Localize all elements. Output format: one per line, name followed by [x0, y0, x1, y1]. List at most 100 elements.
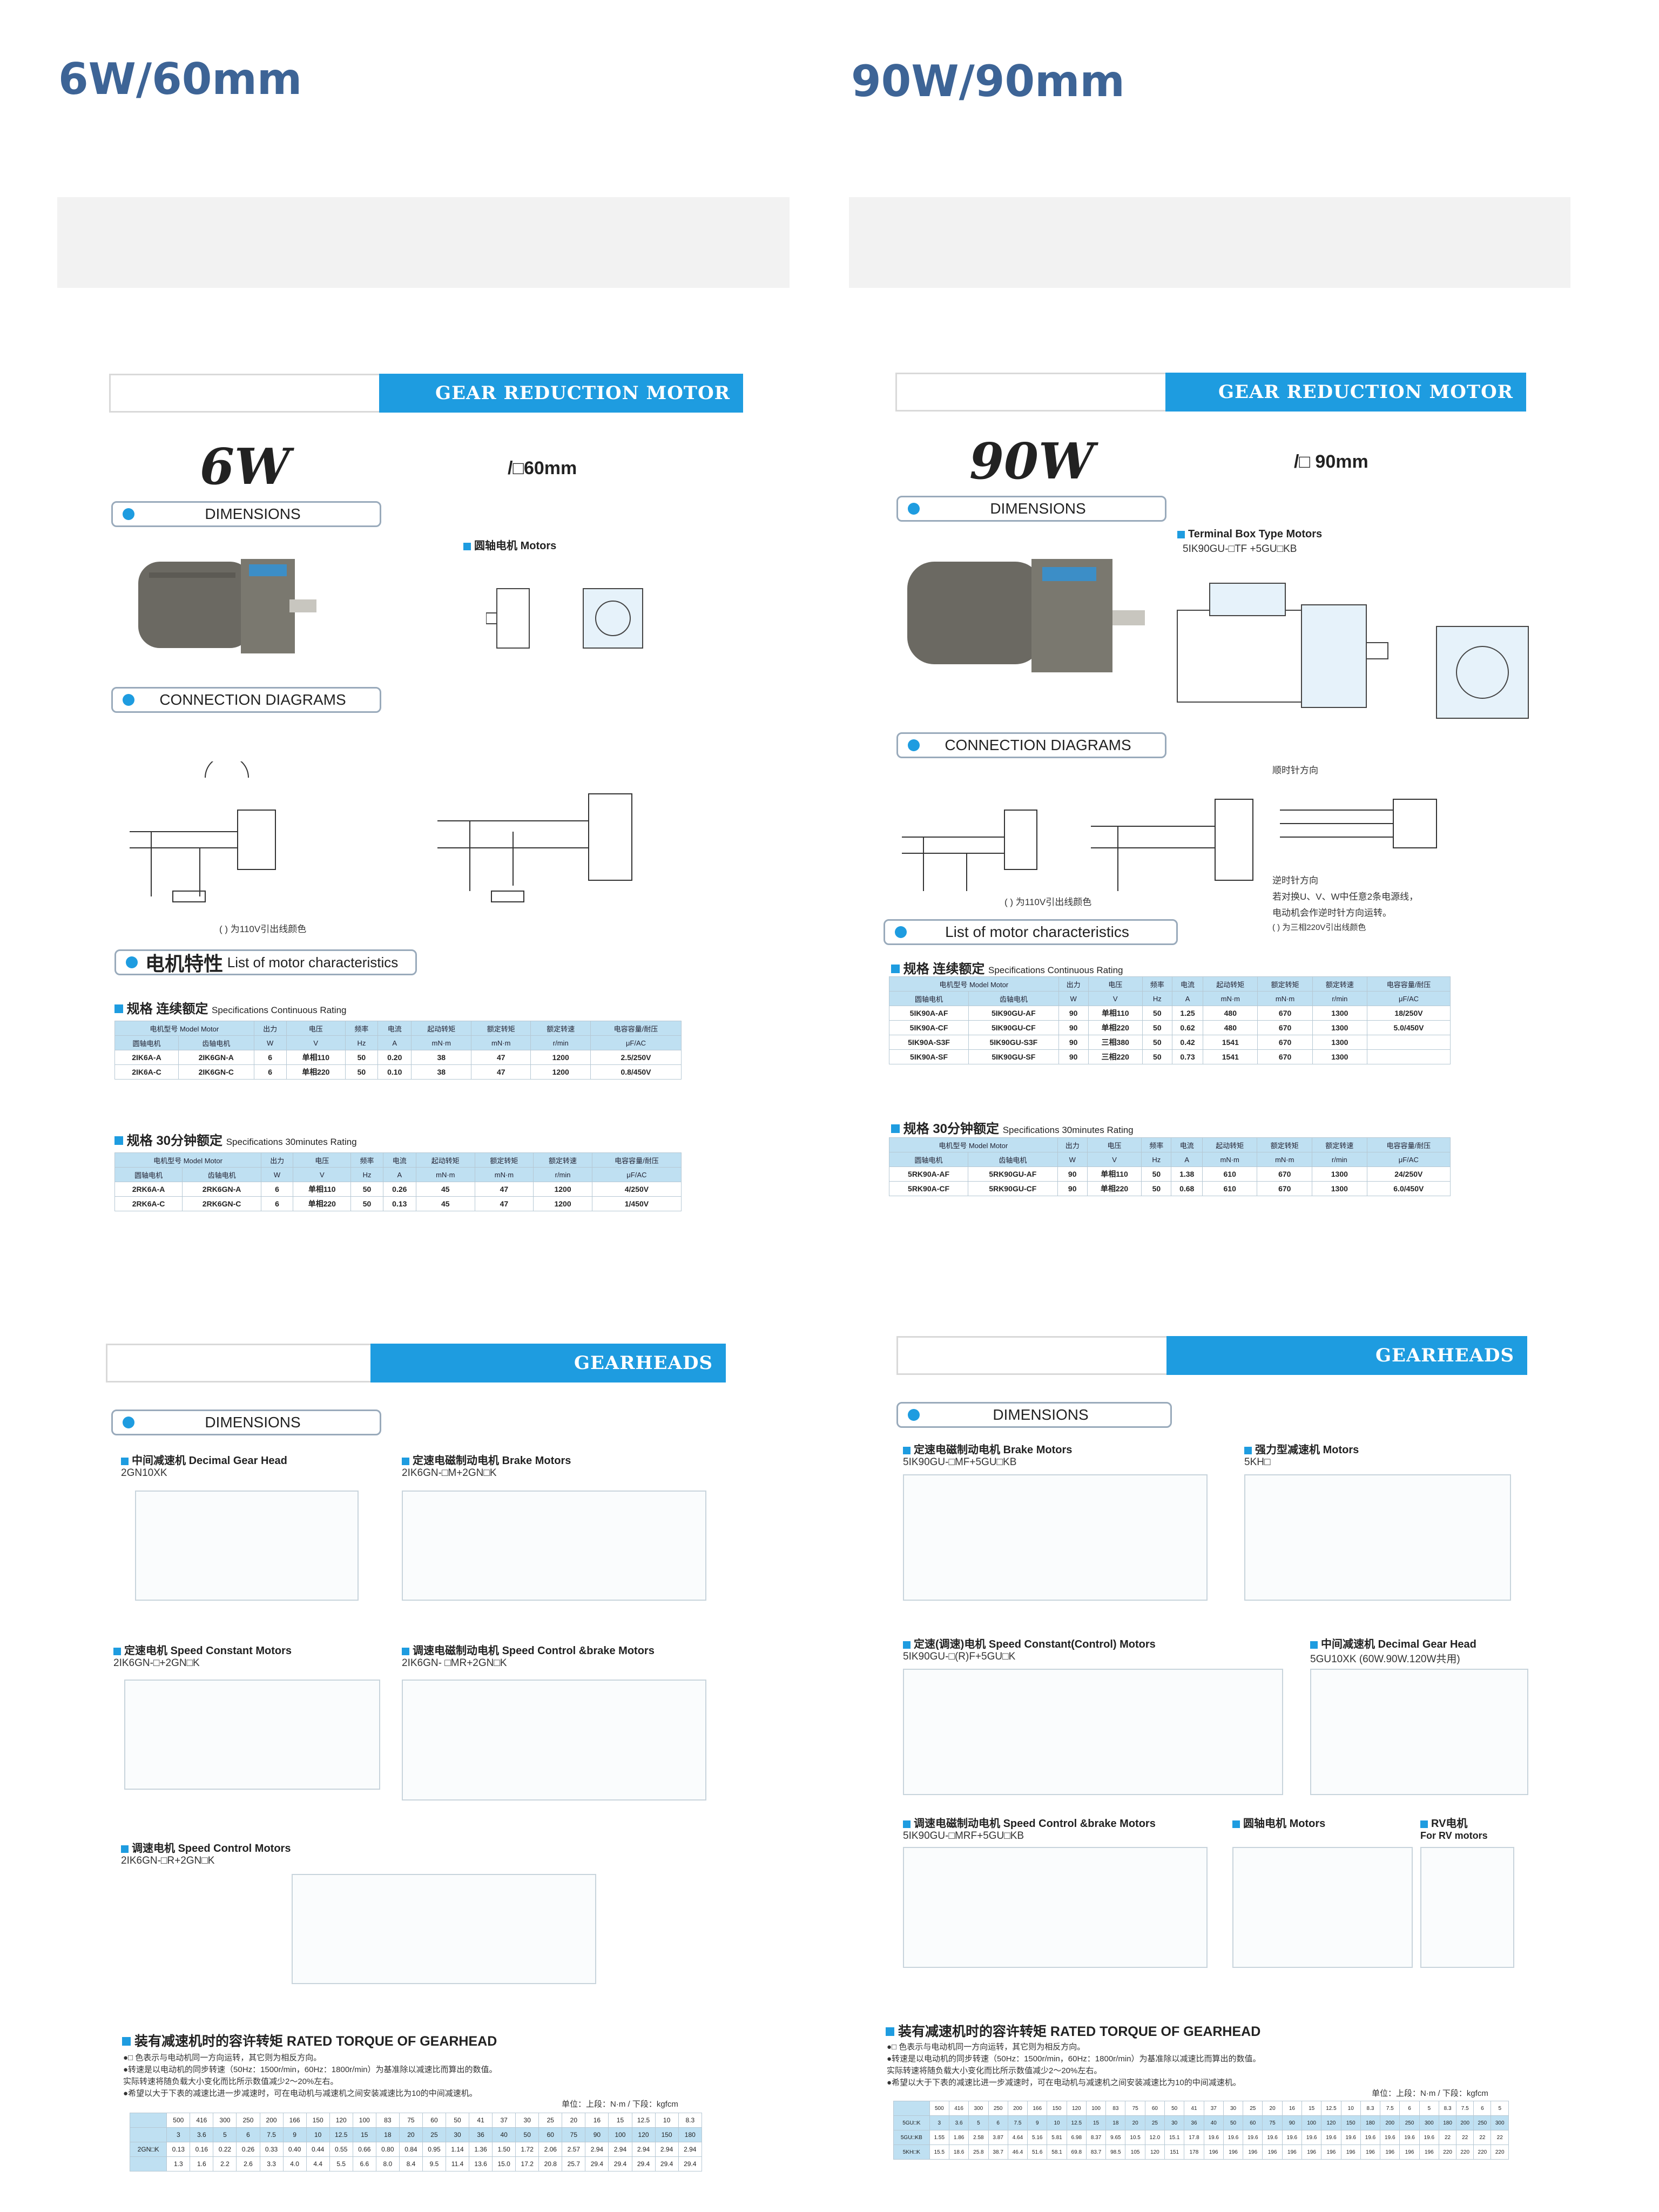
rt-cell: 29.4: [608, 2156, 632, 2171]
rt-row-label: [129, 2113, 167, 2128]
rt-cell: 83.7: [1085, 2144, 1107, 2160]
rt-cell: 22: [1438, 2130, 1457, 2145]
spec-cell: 5IK90GU-S3F: [968, 1035, 1059, 1050]
left-characteristics-pill: 电机特性 List of motor characteristics: [114, 949, 417, 975]
right-gh-section-3: 定速(调速)电机 Speed Constant(Control) Motors …: [903, 1638, 1156, 1662]
left-rated-torque-title: 装有减速机时的容许转矩 RATED TORQUE OF GEARHEAD: [122, 2031, 497, 2050]
right-connection-diagram-1: [902, 810, 1037, 891]
rt-cell: 1.86: [948, 2130, 969, 2145]
rt-cell: 500: [929, 2101, 949, 2116]
rt-cell: 19.6: [1223, 2130, 1244, 2145]
rt-cell: 10.5: [1125, 2130, 1145, 2145]
right-terminal-code: 5IK90GU-□TF +5GU□KB: [1183, 543, 1297, 555]
rt-cell: 18.6: [948, 2144, 969, 2160]
rt-cell: 19.6: [1282, 2130, 1303, 2145]
rt-cell: 6: [1399, 2101, 1420, 2116]
spec-cell: 4/250V: [591, 1182, 682, 1197]
rt-cell: 75: [1262, 2115, 1283, 2130]
rt-cell: 7.5: [1380, 2101, 1400, 2116]
rt-cell: 20: [1125, 2115, 1145, 2130]
rt-cell: 6.98: [1066, 2130, 1087, 2145]
right-rated-torque-title: 装有减速机时的容许转矩 RATED TORQUE OF GEARHEAD: [886, 2021, 1260, 2040]
left-page-title: 6W/60mm: [58, 54, 302, 104]
rt-cell: 22: [1456, 2130, 1474, 2145]
right-gh-drawing-1: [903, 1474, 1208, 1601]
spec-cell: 5IK90A-SF: [888, 1049, 969, 1064]
spec-cell: 1300: [1312, 1181, 1367, 1196]
left-gh-section-5: 调速电机 Speed Control Motors 2IK6GN-□R+2GN□…: [121, 1843, 291, 1866]
rt-cell: 196: [1203, 2144, 1224, 2160]
rt-cell: 500: [166, 2113, 191, 2128]
rt-cell: 196: [1419, 2144, 1439, 2160]
rt-cell: 10: [1047, 2115, 1067, 2130]
spec-cell: 50: [1141, 1166, 1172, 1182]
left-motor-banner: GEAR REDUCTION MOTOR: [109, 374, 743, 413]
rt-cell: 60: [1144, 2101, 1165, 2116]
rt-cell: 100: [1301, 2115, 1322, 2130]
rt-cell: 18: [375, 2127, 400, 2142]
rt-cell: 220: [1473, 2144, 1492, 2160]
rt-cell: 29.4: [631, 2156, 656, 2171]
spec-cell: 50: [350, 1196, 383, 1211]
rt-cell: 83: [375, 2113, 400, 2128]
rt-cell: 22: [1491, 2130, 1509, 2145]
rt-cell: 2.2: [213, 2156, 237, 2171]
rt-cell: 41: [469, 2113, 493, 2128]
rt-cell: 2.94: [678, 2142, 703, 2157]
left-gh-section-4: 调速电磁制动电机 Speed Control &brake Motors 2IK…: [402, 1645, 655, 1669]
left-round-shaft-label: 圆轴电机 Motors: [463, 537, 556, 552]
left-gh-drawing-4: [402, 1680, 706, 1800]
rt-cell: 12.5: [329, 2127, 353, 2142]
rt-cell: 1.36: [469, 2142, 493, 2157]
left-frame-size: /□60mm: [508, 458, 577, 478]
right-cw-label: 顺时针方向: [1272, 765, 1318, 775]
rt-cell: 120: [329, 2113, 353, 2128]
rt-cell: 20: [399, 2127, 423, 2142]
spec-cell: 47: [474, 1182, 534, 1197]
spec-cell: 47: [470, 1064, 531, 1080]
rt-cell: 75: [1125, 2101, 1145, 2116]
rt-cell: 22: [1473, 2130, 1492, 2145]
spec-cell: 1300: [1312, 1166, 1367, 1182]
spec-cell: 47: [474, 1196, 534, 1211]
rt-cell: 18: [1105, 2115, 1126, 2130]
left-rated-torque-unit: 单位：上段：N·m / 下段：kgfcm: [562, 2100, 678, 2109]
right-gh-drawing-7: [1420, 1847, 1514, 1968]
spec-cell: 90: [1058, 1035, 1089, 1050]
rt-cell: 196: [1380, 2144, 1400, 2160]
rt-cell: 19.6: [1262, 2130, 1283, 2145]
rt-cell: 150: [1340, 2115, 1361, 2130]
rt-cell: 151: [1164, 2144, 1185, 2160]
rt-cell: 40: [1203, 2115, 1224, 2130]
left-round-shaft-drawing: [486, 588, 643, 649]
left-wattage: 6W: [200, 437, 291, 496]
rt-cell: 200: [1007, 2101, 1028, 2116]
rt-cell: 5: [213, 2127, 237, 2142]
spec-cell: 5IK90A-CF: [888, 1020, 969, 1035]
rt-cell: 36: [1184, 2115, 1204, 2130]
right-gearheads-dimensions-pill: DIMENSIONS: [896, 1402, 1172, 1428]
rt-cell: 0.13: [166, 2142, 191, 2157]
rt-cell: 17.2: [515, 2156, 539, 2171]
right-gh-section-1: 定速电磁制动电机 Brake Motors 5IK90GU-□MF+5GU□KB: [903, 1444, 1073, 1468]
rt-cell: 100: [352, 2113, 376, 2128]
rt-cell: 75: [562, 2127, 586, 2142]
rt-cell: 100: [1085, 2101, 1107, 2116]
spec-cell: 1200: [530, 1064, 591, 1080]
rt-cell: 300: [1419, 2115, 1439, 2130]
right-30min-title: 规格 30分钟额定 Specifications 30minutes Ratin…: [891, 1118, 1134, 1137]
spec-cell: 0.26: [382, 1182, 417, 1197]
spec-cell: 50: [345, 1064, 378, 1080]
rt-cell: 7.5: [1456, 2101, 1474, 2116]
right-gh-drawing-3: [903, 1669, 1283, 1795]
rt-cell: 2.94: [631, 2142, 656, 2157]
spec-cell: 2IK6A-A: [114, 1050, 179, 1065]
rt-cell: 19.6: [1419, 2130, 1439, 2145]
rt-cell: 8.0: [375, 2156, 400, 2171]
right-connection-pill: CONNECTION DIAGRAMS: [896, 732, 1166, 758]
rt-cell: 19.6: [1301, 2130, 1322, 2145]
